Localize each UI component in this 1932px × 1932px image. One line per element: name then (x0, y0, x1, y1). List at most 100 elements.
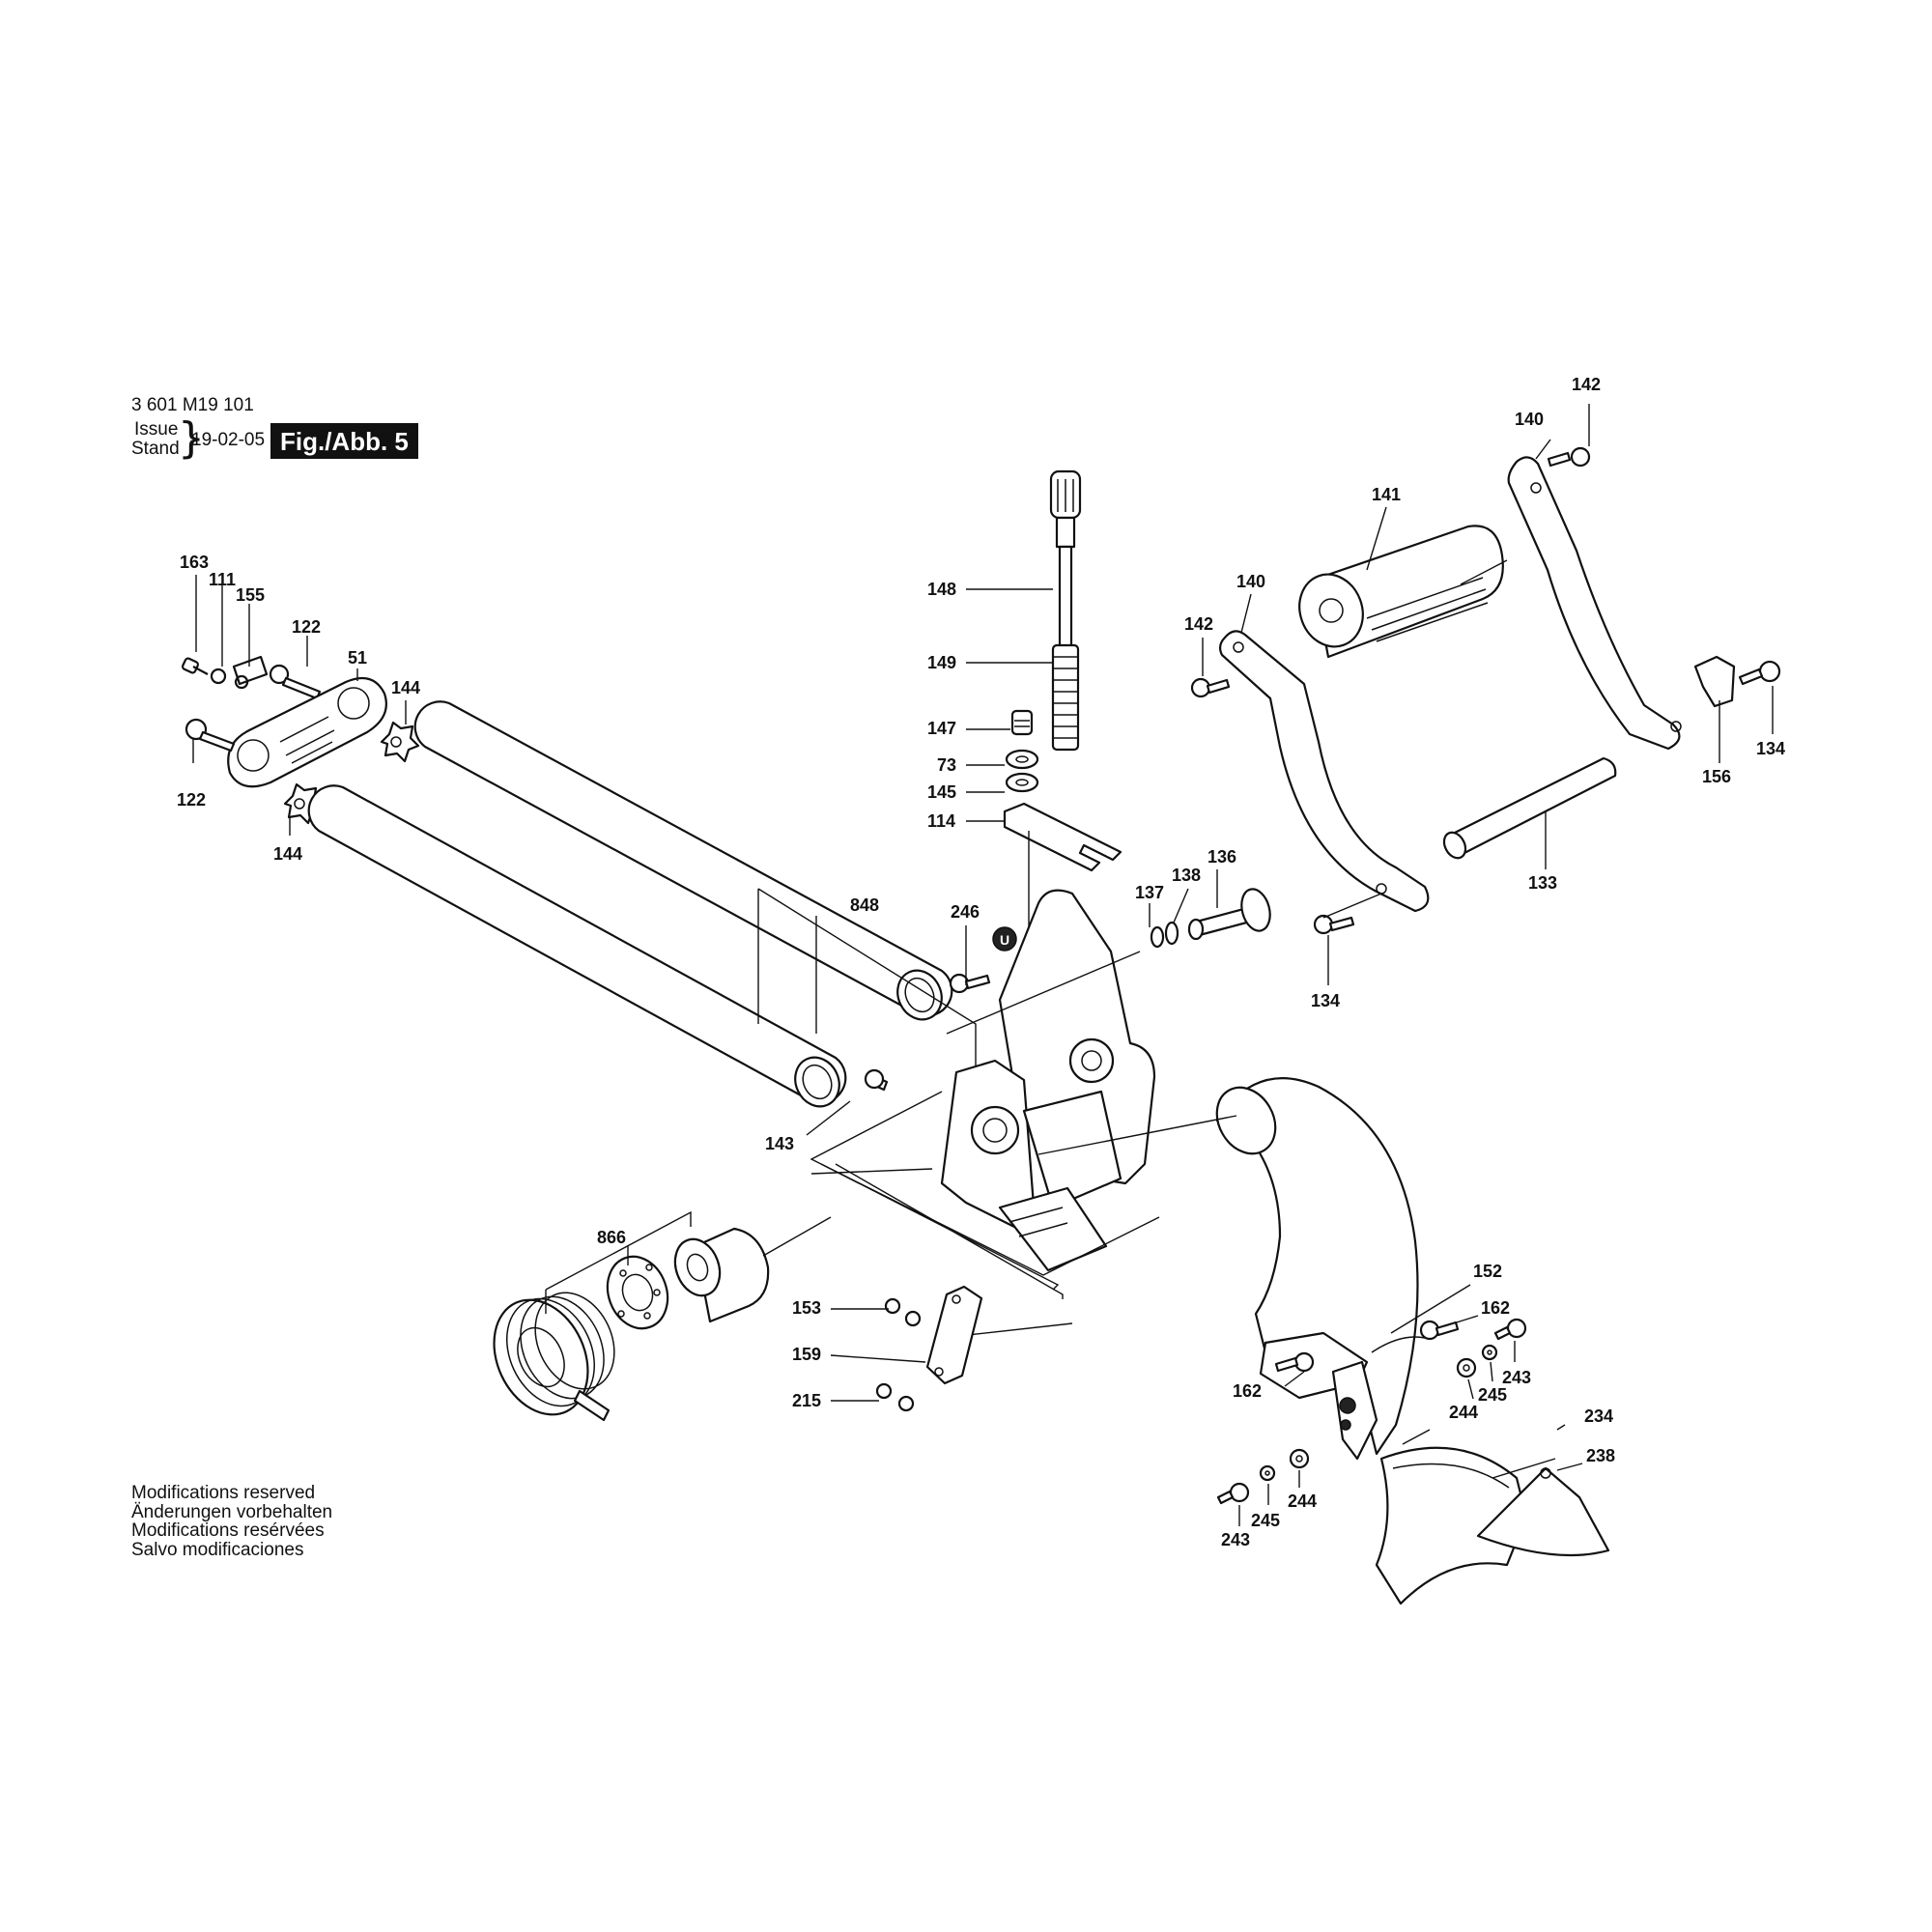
washer-73 (1005, 749, 1039, 770)
blade-guard-152 (1215, 1076, 1426, 1461)
screw-162-upper (1419, 1320, 1460, 1341)
label-156: 156 (1702, 767, 1731, 786)
screw-134-lower (1313, 914, 1355, 935)
washer-111 (210, 668, 227, 685)
label-848: 848 (850, 895, 879, 915)
label-144-bottom: 144 (273, 844, 302, 864)
label-246: 246 (951, 902, 980, 922)
bracket-866-top (545, 1210, 692, 1291)
label-122-bottom: 122 (177, 790, 206, 810)
label-149: 149 (927, 653, 956, 672)
note-de: Änderungen vorbehalten (131, 1501, 333, 1522)
label-134-right: 134 (1756, 739, 1785, 758)
washer-244-lower (1289, 1448, 1310, 1469)
guide-tubes-848 (307, 700, 953, 1108)
label-140-right: 140 (1515, 410, 1544, 429)
brace-symbol: } (178, 413, 205, 463)
screw-134-right (1738, 660, 1781, 686)
figure-label: Fig./Abb. 5 (270, 423, 418, 459)
washer-245-upper (1481, 1344, 1498, 1361)
handle-arm-140-right (1507, 456, 1682, 751)
label-138: 138 (1172, 866, 1201, 885)
star-washer-144-top (380, 721, 420, 763)
screw-143 (864, 1068, 889, 1092)
label-243-lower: 243 (1221, 1530, 1250, 1549)
label-51: 51 (348, 648, 367, 668)
o-ring-138 (1164, 921, 1179, 946)
guide-line-shaft (835, 1163, 1064, 1299)
end-plate-assembly (182, 655, 420, 825)
screw-142-left (1190, 677, 1231, 698)
washer-244-upper (1456, 1357, 1477, 1378)
bearing (606, 1255, 669, 1330)
marker-u-circle (992, 926, 1017, 952)
pivot-pin-136 (1187, 888, 1271, 941)
label-244-upper: 244 (1449, 1403, 1478, 1422)
screw-162-lower (1274, 1351, 1315, 1373)
label-133: 133 (1528, 873, 1557, 893)
screws-153 (884, 1297, 922, 1327)
label-73: 73 (937, 755, 956, 775)
washer-245-lower (1259, 1464, 1276, 1482)
label-134-lower: 134 (1311, 991, 1340, 1010)
label-140-left: 140 (1236, 572, 1265, 591)
screw-246 (949, 973, 991, 994)
label-141: 141 (1372, 485, 1401, 504)
label-147: 147 (927, 719, 956, 738)
label-162-lower: 162 (1233, 1381, 1262, 1401)
label-245-lower: 245 (1251, 1511, 1280, 1530)
label-144-top: 144 (391, 678, 420, 697)
stand-label: Stand (131, 439, 180, 459)
label-143: 143 (765, 1134, 794, 1153)
screw-163 (182, 657, 209, 675)
label-137: 137 (1135, 883, 1164, 902)
modification-notes: Modifications reserved Änderungen vorbeh… (131, 1484, 332, 1559)
clip-155 (232, 655, 269, 690)
label-114: 114 (927, 811, 955, 831)
lock-rod-148 (1049, 469, 1082, 674)
label-148: 148 (927, 580, 956, 599)
label-866: 866 (597, 1228, 626, 1247)
label-142-left: 142 (1184, 614, 1213, 634)
label-215: 215 (792, 1391, 821, 1410)
screw-142-right (1547, 446, 1591, 468)
screw-122-top (269, 664, 322, 700)
marker-u-text: U (1000, 932, 1009, 948)
plate-238 (1476, 1466, 1610, 1557)
spring-149 (1051, 643, 1080, 752)
main-bracket (940, 889, 1156, 1272)
handle-arm-140-left (1218, 630, 1430, 913)
label-162-upper: 162 (1481, 1298, 1510, 1318)
ring-137 (1150, 925, 1165, 949)
plate-114 (1003, 802, 1122, 872)
issue-date: 19-02-05 (191, 430, 266, 450)
part-labels: 163 111 155 122 51 144 122 144 848 143 8… (177, 375, 1785, 1549)
bracket-848-right (757, 888, 977, 1067)
bushing (673, 1227, 770, 1323)
screw-147 (1010, 709, 1034, 736)
washer-145 (1005, 772, 1039, 793)
leader-lines (192, 404, 1774, 1526)
label-244-lower: 244 (1288, 1492, 1317, 1511)
label-238: 238 (1586, 1446, 1615, 1465)
document-number: 3 601 M19 101 (131, 395, 254, 415)
grip-141 (1298, 525, 1504, 659)
guide-line-left (810, 1168, 933, 1175)
plate-159 (925, 1285, 983, 1385)
note-en: Modifications reserved (131, 1483, 316, 1503)
screws-215 (875, 1382, 915, 1412)
label-163: 163 (180, 553, 209, 572)
screw-122-bottom (185, 718, 236, 753)
label-243-upper: 243 (1502, 1368, 1531, 1387)
guard-insert-234 (1375, 1446, 1528, 1605)
label-152: 152 (1473, 1262, 1502, 1281)
label-234: 234 (1584, 1406, 1613, 1426)
label-136: 136 (1208, 847, 1236, 867)
guide-outline-lower (820, 1163, 1060, 1291)
label-111: 111 (209, 570, 236, 589)
label-122-top: 122 (292, 617, 321, 637)
label-245-upper: 245 (1478, 1385, 1507, 1405)
label-142-right: 142 (1572, 375, 1601, 394)
screw-243-upper (1493, 1318, 1527, 1341)
